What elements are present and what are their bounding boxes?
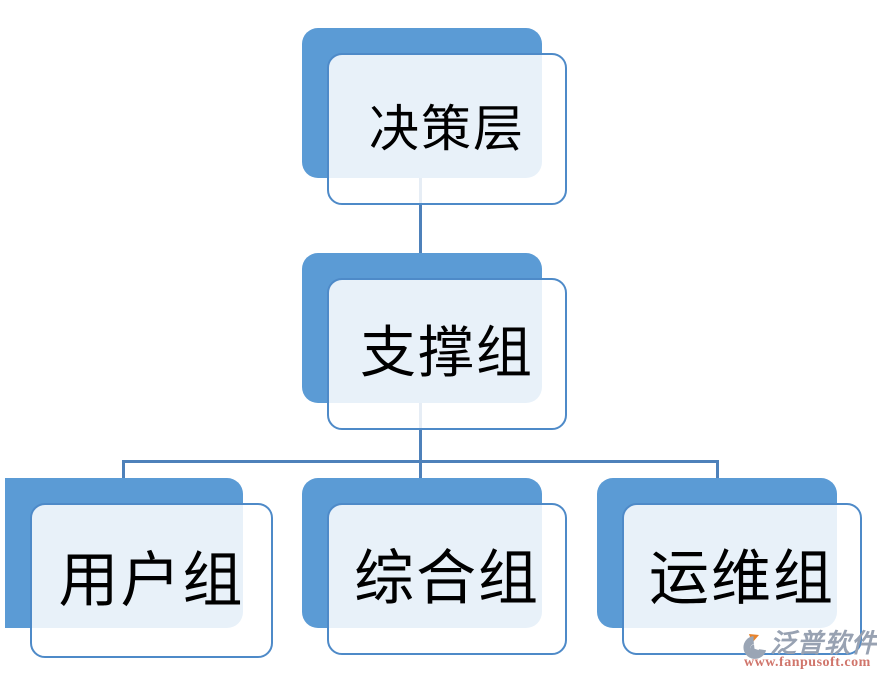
node-box-user-group[interactable]: 用户组	[30, 503, 273, 658]
node-label: 运维组	[649, 546, 835, 612]
org-node-ops-group: 运维组	[597, 478, 864, 658]
org-node-support-group: 支撑组	[302, 253, 569, 433]
node-label: 决策层	[369, 101, 525, 157]
connector-decision-support	[419, 170, 422, 278]
connector-drop-right	[716, 460, 719, 478]
org-node-user-group: 用户组	[5, 478, 273, 658]
node-label: 用户组	[58, 547, 245, 614]
node-label: 综合组	[354, 546, 540, 612]
org-node-decision-layer: 决策层	[302, 28, 569, 208]
node-box-support-group[interactable]: 支撑组	[327, 278, 567, 430]
fanpu-logo-icon	[743, 634, 767, 659]
connector-support-trunk	[419, 395, 422, 478]
node-label: 支撑组	[360, 323, 534, 385]
watermark: 泛普软件	[740, 629, 877, 662]
connector-horizontal-bus	[122, 460, 719, 463]
node-box-general-group[interactable]: 综合组	[327, 503, 567, 655]
connector-drop-left	[122, 460, 125, 478]
node-box-ops-group[interactable]: 运维组	[622, 503, 862, 655]
org-node-general-group: 综合组	[302, 478, 569, 658]
watermark-brand-text: 泛普软件	[770, 629, 877, 658]
node-box-decision-layer[interactable]: 决策层	[327, 53, 567, 205]
watermark-url: www.fanpusoft.com	[744, 655, 871, 670]
